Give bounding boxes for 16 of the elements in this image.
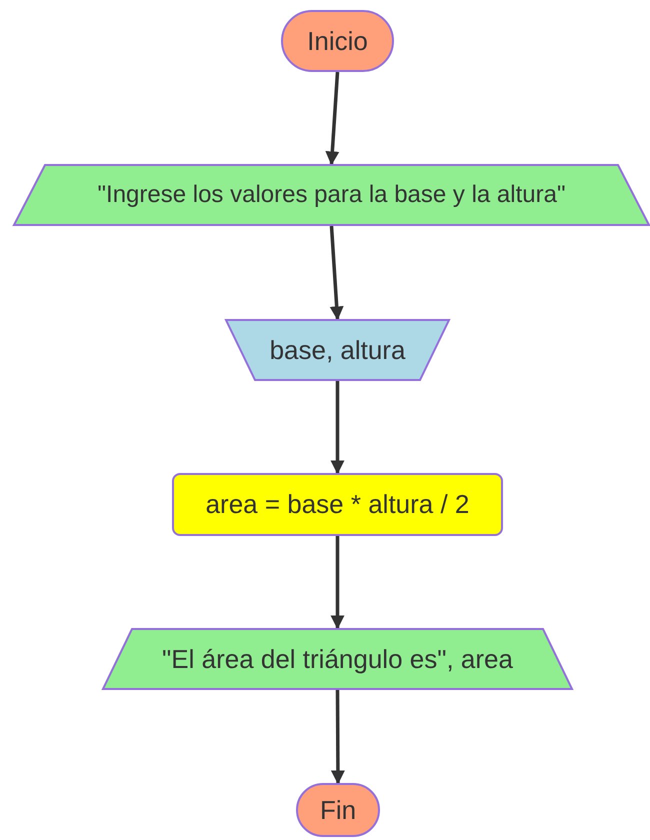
terminal-pill [296, 783, 380, 837]
node-text: "El área del triángulo es", area [162, 644, 513, 674]
arrow [330, 381, 344, 474]
arrow [330, 690, 345, 784]
node-text: "Ingrese los valores para la base y la altura" [98, 181, 566, 209]
arrow [330, 226, 344, 320]
output-trapezoid [102, 628, 573, 690]
node-text: Fin [320, 794, 356, 826]
node-text: area = base * altura / 2 [206, 489, 470, 520]
output-trapezoid [13, 164, 650, 226]
node-text: Inicio [307, 26, 368, 56]
arrow [325, 72, 340, 166]
input-trapezoid [225, 319, 450, 381]
arrow [330, 536, 344, 630]
node-text: base, altura [270, 334, 406, 366]
process-box [172, 473, 503, 536]
